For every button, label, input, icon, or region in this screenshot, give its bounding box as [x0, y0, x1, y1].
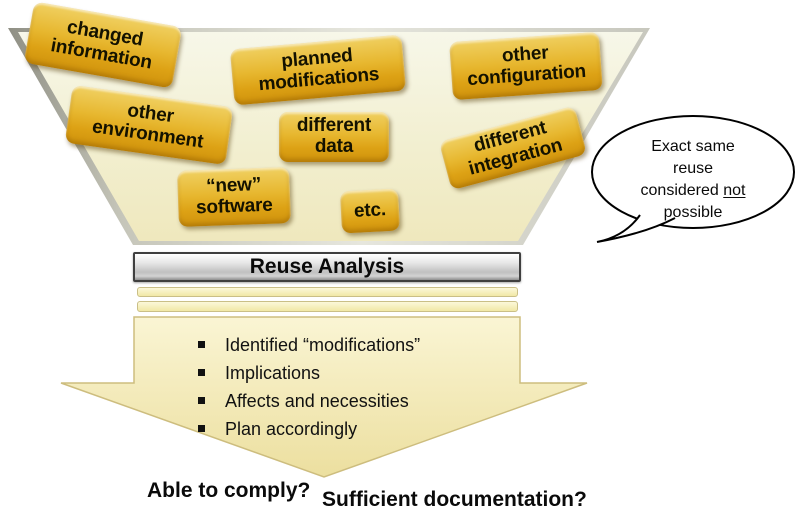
list-item: Plan accordingly [198, 415, 528, 443]
bullet-icon [198, 397, 205, 404]
bullet-text: Affects and necessities [225, 391, 409, 411]
analysis-bullet-list: Identified “modifications” Implications … [198, 331, 528, 443]
bullet-icon [198, 369, 205, 376]
bubble-line: reuse [672, 160, 714, 177]
tag-other-configuration: other configuration [449, 31, 603, 101]
bullet-icon [198, 425, 205, 432]
list-item: Identified “modifications” [198, 331, 528, 359]
question-sufficient-documentation: Sufficient documentation? [322, 488, 587, 511]
funnel-output-strip [137, 287, 518, 297]
bullet-text: Identified “modifications” [225, 335, 421, 355]
down-arrow-shape [60, 316, 588, 478]
list-item: Affects and necessities [198, 387, 528, 415]
speech-bubble-tail [596, 214, 676, 243]
speech-bubble [591, 115, 795, 229]
reuse-analysis-bar: Reuse Analysis [133, 252, 521, 282]
bullet-icon [198, 341, 205, 348]
bullet-text: Implications [225, 363, 321, 383]
list-item: Implications [198, 359, 528, 387]
question-able-to-comply: Able to comply? [147, 479, 311, 502]
bubble-line: possible [663, 204, 723, 221]
underlined-word: not [723, 182, 746, 199]
bubble-line: considered not [640, 182, 746, 199]
funnel-output-strip [137, 301, 518, 312]
bubble-line: Exact same [651, 138, 735, 155]
tag-new-software: “new” software [177, 167, 291, 227]
tag-etc: etc. [339, 188, 401, 234]
bullet-text: Plan accordingly [225, 419, 358, 439]
tag-different-data: different data [279, 112, 389, 162]
speech-bubble-text: Exact same reuse considered not possible [600, 136, 786, 224]
